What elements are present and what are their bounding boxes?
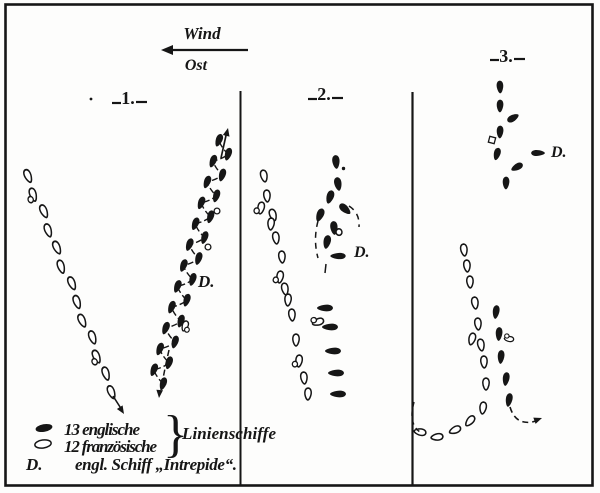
- svg-text:Wind: Wind: [183, 24, 221, 43]
- svg-text:}: }: [163, 406, 188, 463]
- svg-text:D.: D.: [197, 272, 215, 291]
- svg-text:Linienschiffe: Linienschiffe: [181, 424, 276, 443]
- svg-text:D.: D.: [353, 244, 370, 261]
- svg-text:12 französische: 12 französische: [64, 437, 157, 456]
- svg-text:D.: D.: [25, 455, 43, 474]
- svg-text:1.: 1.: [121, 88, 135, 108]
- svg-text:2.: 2.: [317, 84, 331, 104]
- svg-text:D.: D.: [550, 144, 567, 161]
- svg-text:3.: 3.: [499, 46, 513, 66]
- svg-text:Ost: Ost: [185, 57, 208, 74]
- svg-text:engl. Schiff „Intrepide“.: engl. Schiff „Intrepide“.: [75, 455, 237, 474]
- svg-text:13 englische: 13 englische: [64, 420, 140, 439]
